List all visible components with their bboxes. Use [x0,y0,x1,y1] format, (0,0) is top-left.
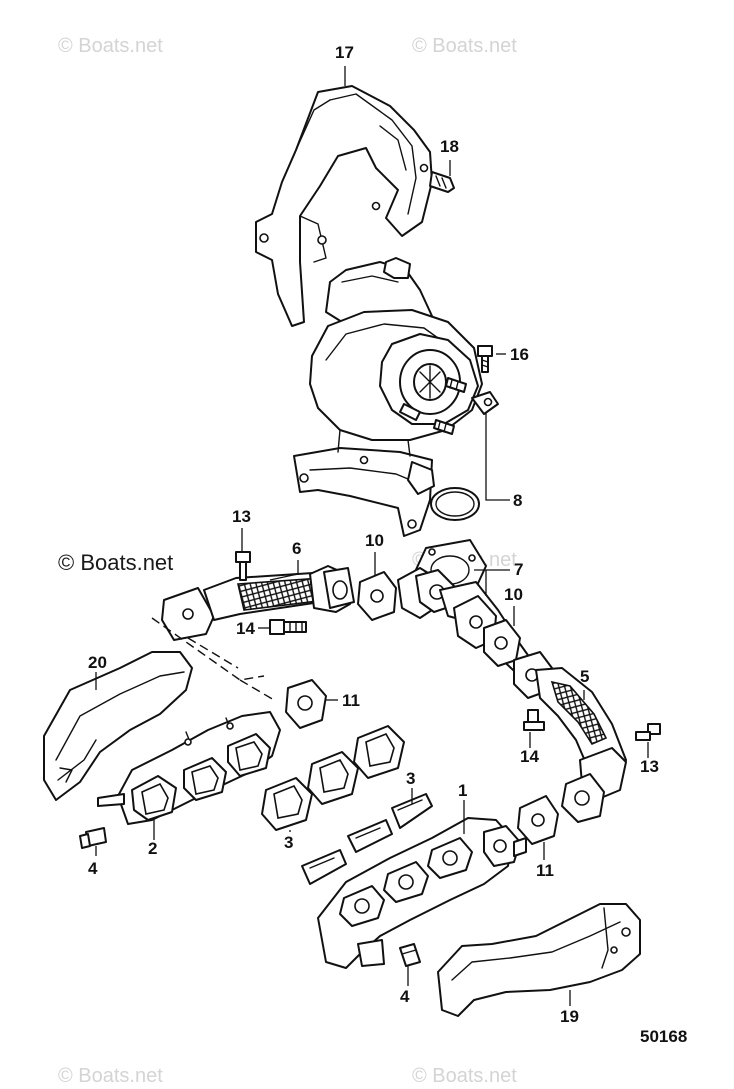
plug-part-4-left [79,827,107,849]
gasket-part-3-left [261,725,405,831]
bolt-part-16 [477,345,493,373]
watermark-bottom-right: © Boats.net [412,1065,517,1087]
dashed-assembly-guide-left [151,617,275,701]
callout-6: 6 [292,539,301,558]
callout-3-right: 3 [406,769,415,788]
callout-13-left: 13 [232,507,251,526]
callout-5: 5 [580,667,589,686]
callout-2: 2 [148,839,157,858]
callout-leaders [95,66,649,1006]
watermark-top-left: © Boats.net [58,35,163,57]
callout-3-left: 3 [284,833,293,852]
callout-7: 7 [514,560,523,579]
watermark-bottom-left: © Boats.net [58,1065,163,1087]
callout-4-left: 4 [88,859,98,878]
callout-18: 18 [440,137,459,156]
exhaust-manifold-part-1 [317,817,527,969]
gasket-part-10-upper [357,567,455,621]
figure-number: 50168 [640,1027,687,1046]
heat-shield-part-19 [437,903,641,1017]
crossover-pipe-part-6 [161,565,355,641]
callout-11-right: 11 [536,861,554,880]
heat-shield-part-20 [43,651,193,801]
callout-20: 20 [88,653,107,672]
callout-1: 1 [458,781,467,800]
bolt-part-18 [429,171,455,193]
callout-14-right: 14 [520,747,539,766]
callout-17: 17 [335,43,354,62]
callout-16: 16 [510,345,529,364]
callout-11-left: 11 [342,691,360,710]
bolt-part-14-right [523,709,545,731]
callout-10-right: 10 [504,585,523,604]
heat-shield-bracket-part-17 [255,85,433,327]
bolt-part-13-right [635,723,661,741]
exhaust-manifold-part-2 [97,711,281,825]
crossover-pipe-part-5 [439,581,627,801]
o-ring-part-8 [430,487,480,521]
callout-4-right: 4 [400,987,410,1006]
plug-part-4-right [399,943,421,967]
gasket-part-11-right [517,773,605,845]
callout-14-left: 14 [236,619,255,638]
callout-13-right: 13 [640,757,659,776]
bolt-part-13-left [235,551,251,581]
callout-labels: 17 18 16 8 7 13 6 10 10 14 20 11 5 14 13… [88,43,659,1026]
watermark-middle-left: © Boats.net [58,550,173,575]
callout-8: 8 [513,491,522,510]
gasket-part-11-left [285,679,327,729]
watermark-top-right: © Boats.net [412,35,517,57]
turbocharger [293,257,499,537]
callout-10-upper: 10 [365,531,384,550]
callout-19: 19 [560,1007,579,1026]
gasket-part-3-right [301,793,433,885]
bolt-part-14-left [269,619,307,635]
